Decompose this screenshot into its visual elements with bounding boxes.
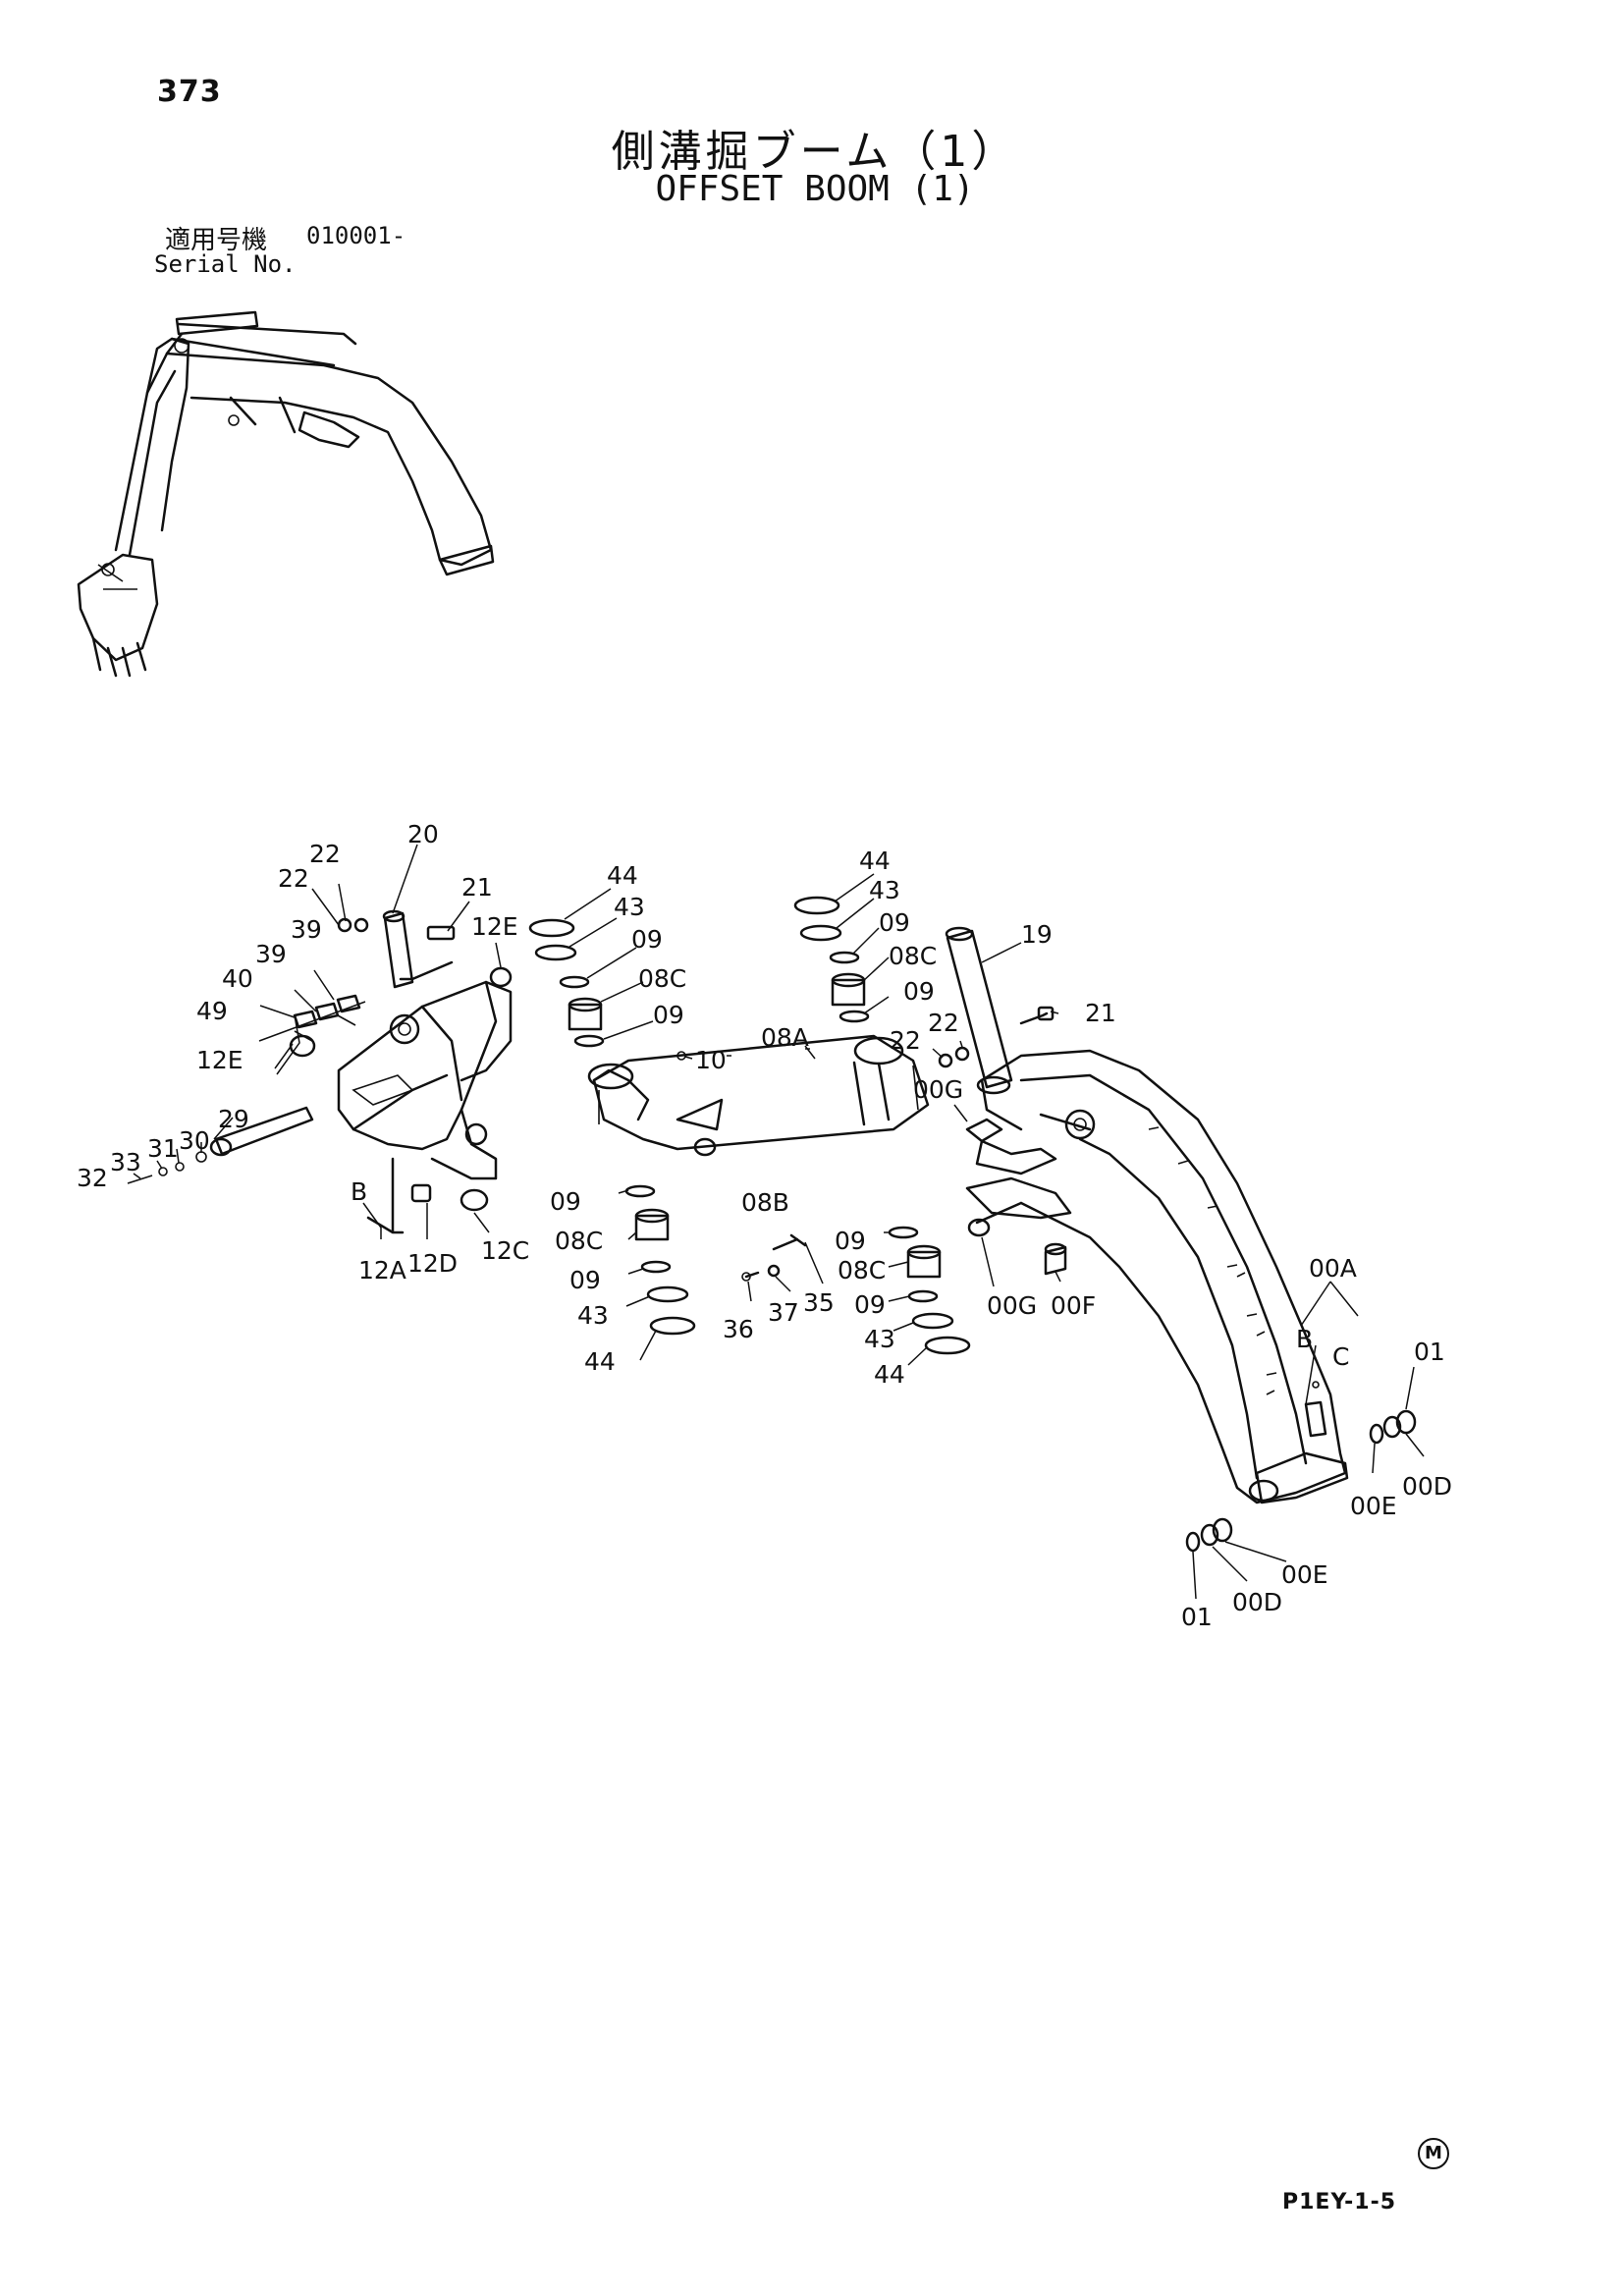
callout-label: 19 (1021, 920, 1053, 949)
page-title-japanese: 側溝掘ブーム（1） (611, 127, 1019, 177)
callout-label: 44 (584, 1347, 616, 1376)
leader-lines (133, 844, 1425, 1600)
callout-label: 12E (471, 912, 518, 941)
callout-label: 12D (407, 1249, 458, 1278)
document-code: P1EY-1-5 (1282, 2190, 1397, 2214)
callout-label: 01 (1414, 1338, 1445, 1366)
callout-label: 00G (913, 1075, 963, 1104)
manufacturer-mark: M (1418, 2138, 1449, 2169)
callout-label: 09 (653, 1001, 684, 1029)
callout-label: 29 (218, 1105, 249, 1133)
callout-labels: 20 22 22 21 12E 39 39 40 49 12E 29 30 31… (77, 820, 1452, 1631)
callout-label: 09 (854, 1290, 886, 1319)
serial-label-japanese: 適用号機 (165, 226, 268, 255)
callout-label: 30 (179, 1126, 210, 1155)
callout-label: 39 (255, 940, 287, 968)
callout-label: 00D (1232, 1588, 1282, 1616)
callout-label: 43 (869, 876, 900, 904)
callout-label: 43 (614, 893, 645, 921)
callout-label: 12A (358, 1256, 406, 1285)
upper-left-washer-stack (528, 918, 696, 1336)
callout-label: 44 (874, 1360, 905, 1389)
callout-label: 00G (987, 1291, 1037, 1320)
callout-label: 09 (550, 1187, 581, 1216)
callout-label: 32 (77, 1164, 108, 1192)
callout-label: 20 (407, 820, 439, 848)
callout-label: 22 (309, 840, 341, 868)
callout-label: B (1296, 1325, 1313, 1353)
callout-label: 10 (695, 1046, 727, 1074)
upper-right-washer-stack (793, 896, 971, 1355)
callout-label: 44 (859, 847, 891, 875)
offset-boom-00A (965, 1049, 1349, 1504)
swing-bracket-assembly (127, 909, 513, 1234)
page-number: 373 (157, 75, 222, 109)
callout-label: 43 (577, 1301, 609, 1330)
callout-label: 12E (196, 1046, 243, 1074)
pin-and-bolts (337, 917, 1055, 1282)
callout-label: 00E (1350, 1492, 1397, 1520)
callout-label: 00D (1402, 1472, 1452, 1501)
boom-end-pins (1185, 1409, 1417, 1553)
callout-label: 22 (928, 1009, 959, 1037)
callout-label: 09 (903, 977, 935, 1006)
callout-label: 21 (461, 873, 493, 902)
callout-label: 43 (864, 1325, 895, 1353)
serial-label-english: Serial No. (154, 250, 297, 278)
callout-label: 08C (838, 1256, 886, 1285)
callout-label: 08C (638, 964, 686, 993)
callout-label: 09 (569, 1266, 601, 1294)
callout-label: 12C (481, 1236, 529, 1265)
callout-label: 39 (291, 915, 322, 944)
callout-label: 31 (147, 1134, 179, 1163)
callout-label: 08C (555, 1227, 603, 1255)
callout-label: 22 (890, 1026, 921, 1055)
callout-label: 00A (1309, 1254, 1357, 1283)
callout-label: 35 (803, 1288, 835, 1317)
callout-label: 00F (1051, 1291, 1096, 1320)
callout-label: 08A (761, 1023, 809, 1052)
callout-label: 01 (1181, 1603, 1213, 1631)
callout-label: 37 (768, 1298, 799, 1327)
callout-label: B (351, 1177, 367, 1206)
callout-label: 09 (835, 1227, 866, 1255)
callout-label: 33 (110, 1148, 141, 1176)
serial-number-value: 010001- (306, 222, 406, 249)
callout-label: 09 (879, 908, 910, 937)
callout-label: 40 (222, 964, 253, 993)
callout-label: 44 (607, 861, 638, 890)
callout-label: 21 (1085, 999, 1116, 1027)
callout-label: C (1332, 1342, 1349, 1371)
callout-label: 36 (723, 1315, 754, 1343)
callout-label: 08B (741, 1188, 789, 1217)
callout-label: 22 (278, 864, 309, 893)
callout-label: 00E (1281, 1560, 1328, 1589)
callout-label: 08C (889, 942, 937, 970)
page-title-english: OFFSET BOOM (1) (655, 169, 975, 209)
callout-label: 09 (631, 925, 663, 954)
callout-label: 49 (196, 997, 228, 1025)
machine-overview-sketch (77, 310, 495, 678)
swing-post-08A (587, 1034, 930, 1157)
